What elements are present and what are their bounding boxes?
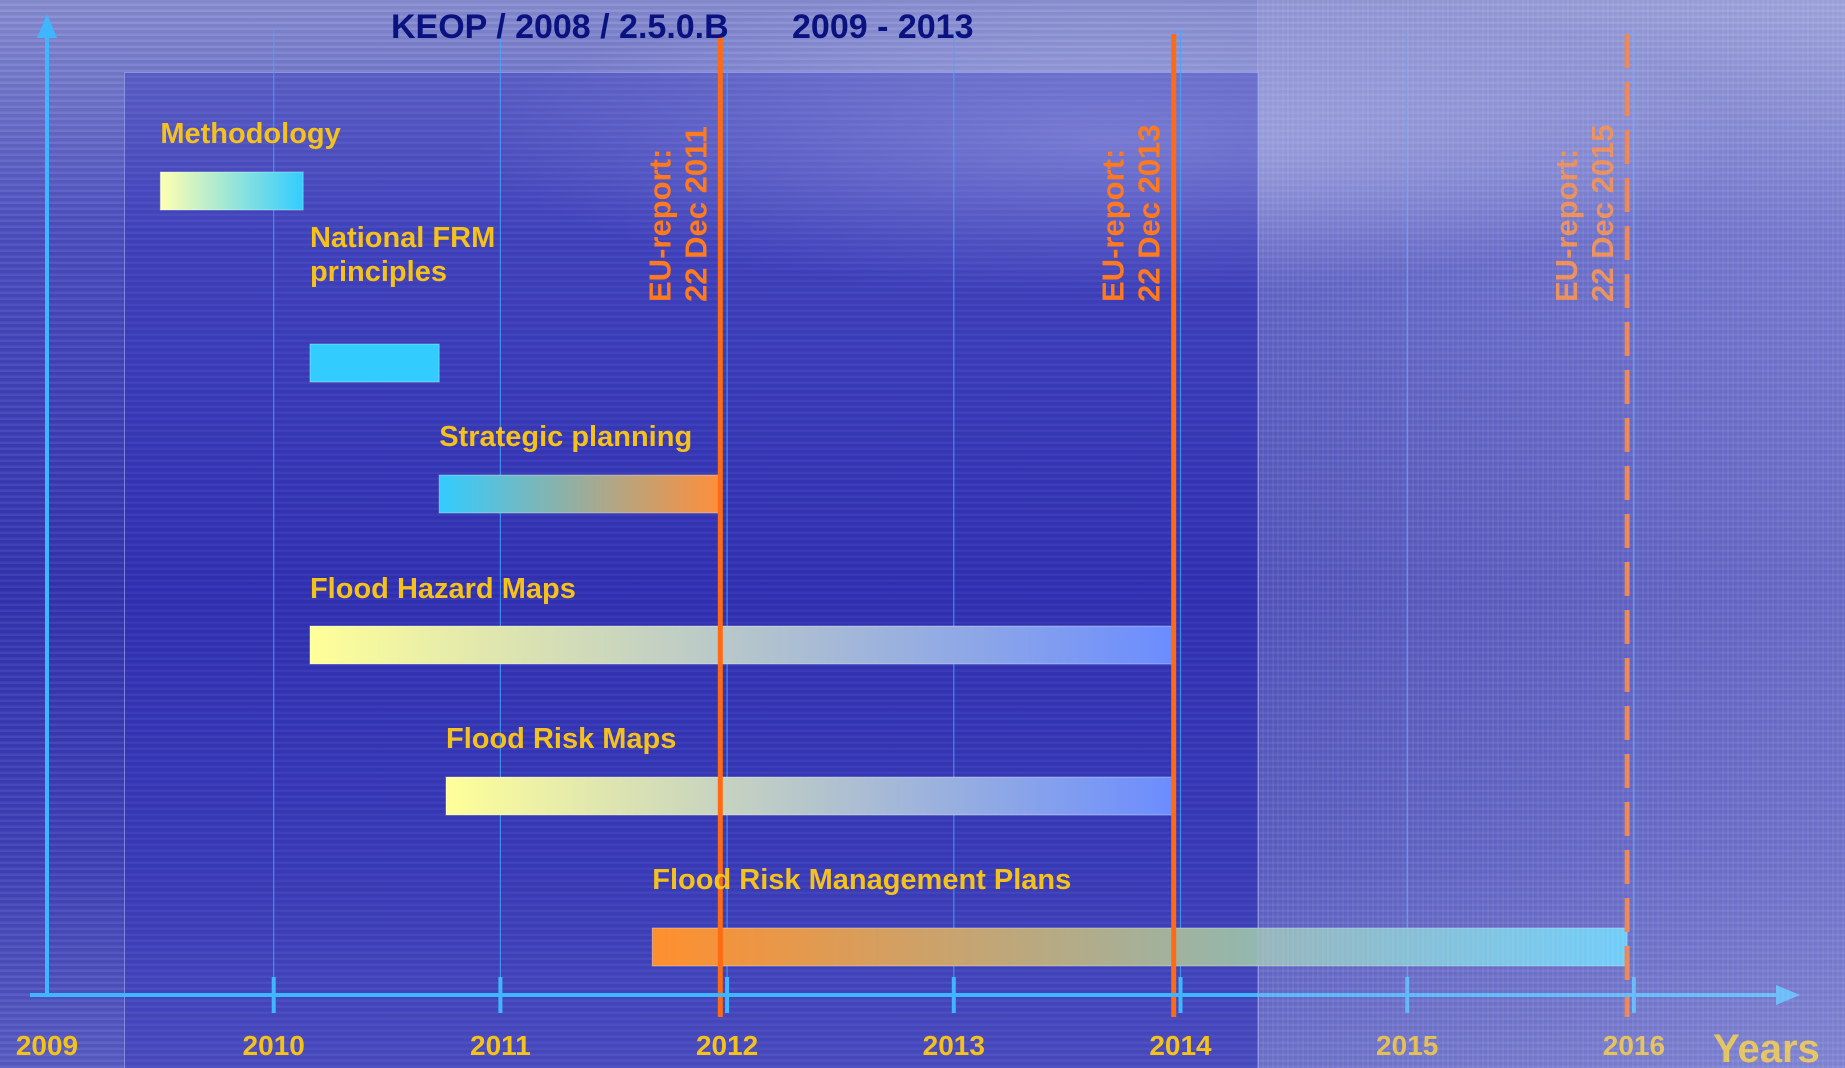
axes [30, 14, 1800, 1013]
x-axis-label: Years [1713, 1027, 1820, 1068]
deadline-label-title-1: EU-report: [642, 149, 677, 302]
x-tick-label-2011: 2011 [470, 1030, 531, 1061]
task-bar-3 [438, 474, 721, 514]
x-tick-label-2016: 2016 [1603, 1030, 1665, 1061]
deadline-label-date-1: 22 Dec 2011 [678, 126, 713, 302]
task-label-3: Strategic planning [439, 421, 692, 453]
x-tick-label-2014: 2014 [1149, 1030, 1212, 1061]
task-bar-6 [651, 927, 1628, 967]
x-tick-label-2010: 2010 [243, 1030, 305, 1061]
x-axis-arrowhead [1776, 985, 1800, 1005]
task-label-4: Flood Hazard Maps [310, 573, 576, 605]
x-tick-label-2009: 2009 [16, 1030, 78, 1061]
task-label-5: Flood Risk Maps [446, 723, 676, 755]
deadline-label-1: EU-report:22 Dec 2011 [642, 126, 713, 302]
task-bar-4 [309, 625, 1175, 665]
deadline-label-title-2: EU-report: [1096, 149, 1131, 302]
x-tick-label-2012: 2012 [696, 1030, 758, 1061]
deadline-label-2: EU-report:22 Dec 2013 [1096, 124, 1167, 302]
labels: KEOP / 2008 / 2.5.0.B 2009 - 2013 Years … [16, 8, 1820, 1068]
deadline-lines [717, 34, 1630, 1017]
task-label-6: Flood Risk Management Plans [652, 864, 1071, 896]
task-bar-1 [159, 171, 304, 211]
chart-title-period: 2009 - 2013 [792, 8, 974, 46]
x-tick-label-2013: 2013 [923, 1030, 985, 1061]
deadline-label-date-3: 22 Dec 2015 [1585, 124, 1620, 302]
deadline-label-title-3: EU-report: [1549, 149, 1584, 302]
deadline-label-date-2: 22 Dec 2013 [1132, 124, 1167, 302]
chart-panel [124, 72, 1259, 1068]
task-bar-5 [445, 776, 1175, 816]
task-bar-2 [309, 343, 440, 383]
deadline-label-3: EU-report:22 Dec 2015 [1549, 124, 1620, 302]
task-label-1: Methodology [160, 118, 340, 150]
task-bars [159, 171, 1628, 967]
y-axis-arrowhead [37, 14, 57, 38]
x-tick-label-2015: 2015 [1376, 1030, 1438, 1061]
chart-title-code: KEOP / 2008 / 2.5.0.B [391, 8, 729, 46]
